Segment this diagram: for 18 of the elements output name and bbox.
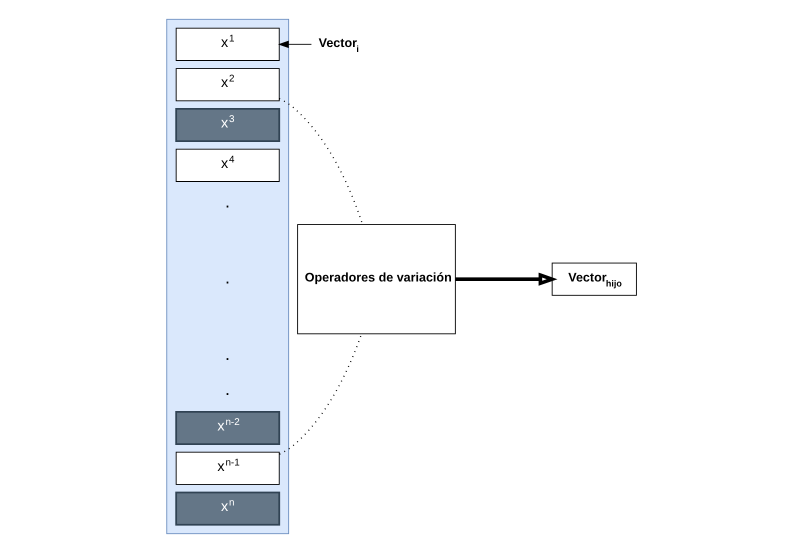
arrow bbox=[278, 40, 312, 48]
node-box: x$^{1}$ bbox=[176, 28, 280, 61]
node-box: x$^{n-2}$ bbox=[175, 410, 280, 445]
node-text: Vector$_{i}$ bbox=[318, 36, 359, 54]
arrow bbox=[456, 272, 558, 286]
node-box: Vector$_{hijo}$ bbox=[552, 262, 637, 296]
connector bbox=[278, 98, 364, 224]
node-box: x$^{n}$ bbox=[175, 492, 280, 526]
label: . bbox=[225, 191, 230, 212]
node-box: x$^{n-1}$ bbox=[176, 452, 280, 485]
node-box: x$^{4}$ bbox=[176, 148, 280, 182]
connector bbox=[279, 334, 362, 455]
node-box: x$^{2}$ bbox=[176, 68, 280, 102]
node-box: Operadores de variación bbox=[297, 224, 456, 334]
label: . bbox=[225, 268, 230, 288]
label: . bbox=[225, 378, 230, 399]
label: . bbox=[225, 344, 230, 364]
node-box: x$^{3}$ bbox=[175, 108, 280, 142]
